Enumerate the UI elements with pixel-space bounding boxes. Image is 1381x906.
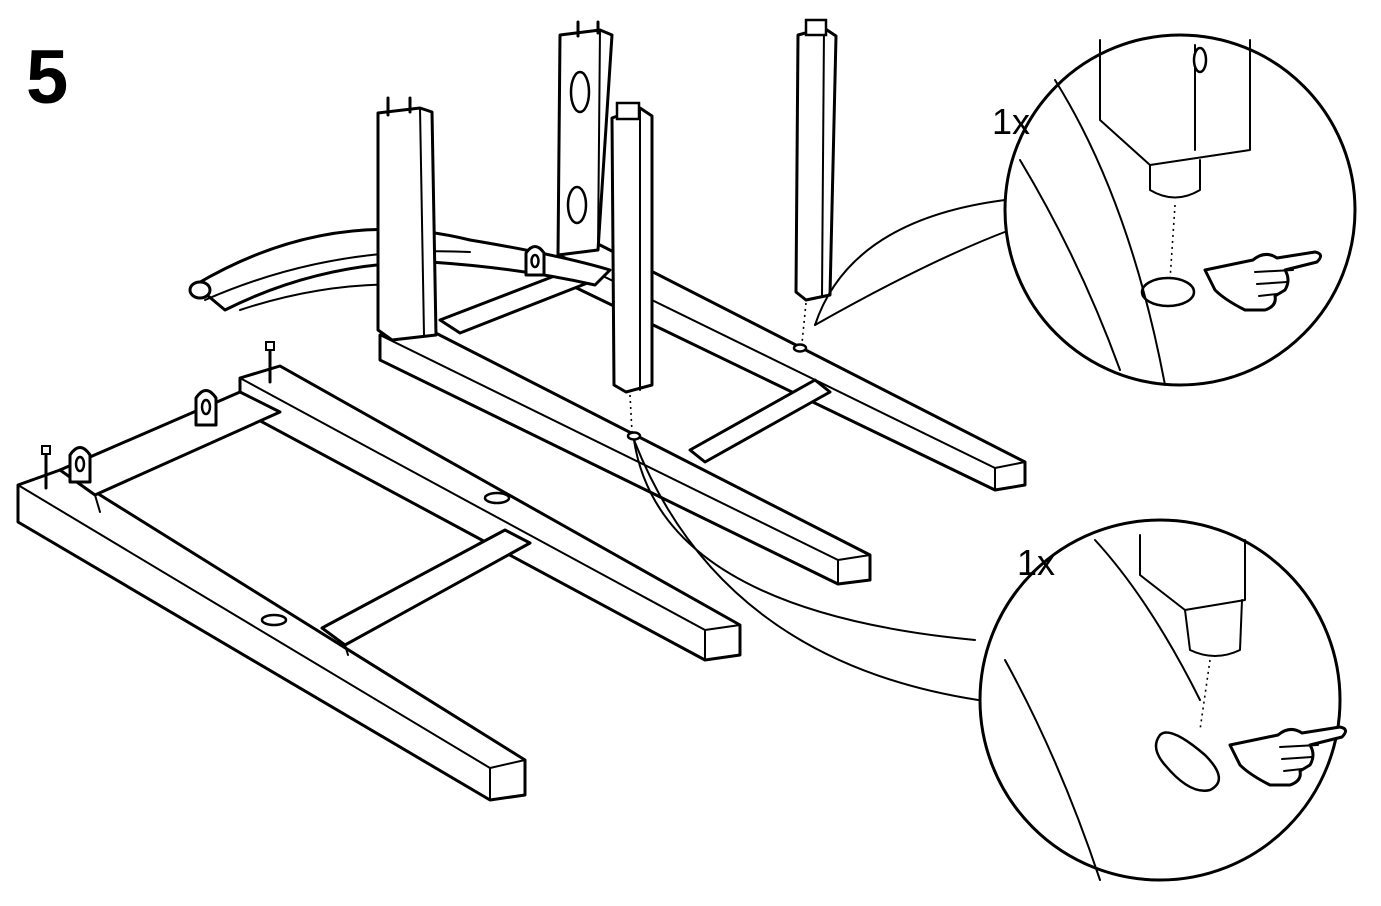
slot-hole: [483, 491, 511, 505]
step-number: 5: [26, 35, 68, 120]
back-leg-left: [376, 106, 438, 342]
callout-circle: [1003, 33, 1357, 387]
seat-assembly: [188, 18, 1027, 586]
detail-callout-bottom: 1x: [633, 439, 1347, 882]
front-leg-right: [794, 26, 838, 302]
seat-shell: [193, 227, 612, 312]
callout-circle: [978, 518, 1342, 882]
quantity-label: 1x: [1017, 542, 1055, 583]
front-leg-left: [610, 106, 654, 394]
seat-stretcher: [688, 378, 832, 464]
leg-frame: [16, 341, 742, 802]
end-stretcher: [58, 390, 282, 497]
quantity-label: 1x: [992, 101, 1030, 142]
slot-hole: [260, 613, 288, 627]
pointing-hand-icon: [1228, 725, 1347, 787]
pointing-hand-icon: [1203, 250, 1322, 312]
middle-stretcher: [320, 528, 532, 647]
detail-callout-top: 1x: [814, 33, 1357, 387]
back-leg-right: [556, 28, 614, 257]
